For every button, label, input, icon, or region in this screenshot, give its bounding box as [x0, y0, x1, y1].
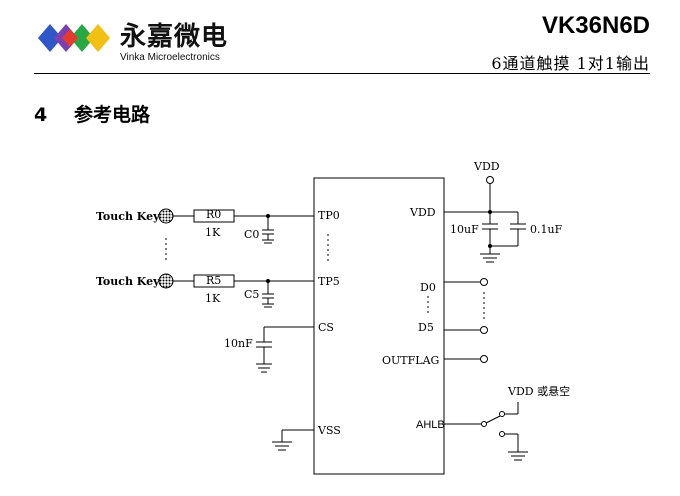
pin-d5: D5 [418, 321, 434, 334]
document-title: VK36N6D [541, 12, 650, 39]
ic-body [313, 177, 445, 475]
touch-pad-icon [158, 273, 174, 289]
pin-vss: VSS [317, 424, 341, 437]
pin-cs: CS [318, 321, 334, 334]
supply-vdd-label: VDD [473, 160, 500, 173]
resistor-r0-label: R0 [206, 208, 221, 221]
resistor-r0-value: 1K [205, 226, 221, 239]
capacitor-10uf-label: 10uF [450, 223, 479, 236]
section-title: 参考电路 [74, 104, 151, 126]
pin-tp0: TP0 [318, 209, 340, 222]
capacitor-c5-label: C5 [244, 288, 259, 301]
capacitor-cs-value: 10nF [224, 337, 253, 350]
section-heading: 4 参考电路 [34, 100, 150, 127]
pin-ahlb: AHLB [416, 419, 445, 431]
pin-tp5: TP5 [318, 275, 340, 288]
pin-d0: D0 [420, 281, 436, 294]
capacitor-01uf-label: 0.1uF [530, 223, 563, 236]
touch-key-label-top: Touch Key [96, 210, 160, 223]
touch-key-label-bottom: Touch Key [96, 275, 160, 288]
brand-name-en: Vinka Microelectronics [120, 52, 220, 63]
pin-vdd: VDD [409, 206, 436, 219]
section-number: 4 [34, 104, 48, 126]
pin-outflag: OUTFLAG [382, 354, 439, 367]
resistor-r5-value: 1K [205, 292, 221, 305]
brand-name-cn: 永嘉微电 [120, 22, 229, 52]
ahlb-option-label: VDD 或悬空 [507, 384, 570, 398]
header-divider [34, 73, 650, 74]
resistor-r5-label: R5 [206, 274, 221, 287]
logo-diamonds-icon [38, 24, 110, 52]
company-logo: 永嘉微电 Vinka Microelectronics [34, 12, 234, 68]
capacitor-c0-label: C0 [244, 228, 259, 241]
document-subtitle: 6通道触摸 1对1输出 [491, 54, 650, 73]
touch-pad-icon [158, 208, 174, 224]
